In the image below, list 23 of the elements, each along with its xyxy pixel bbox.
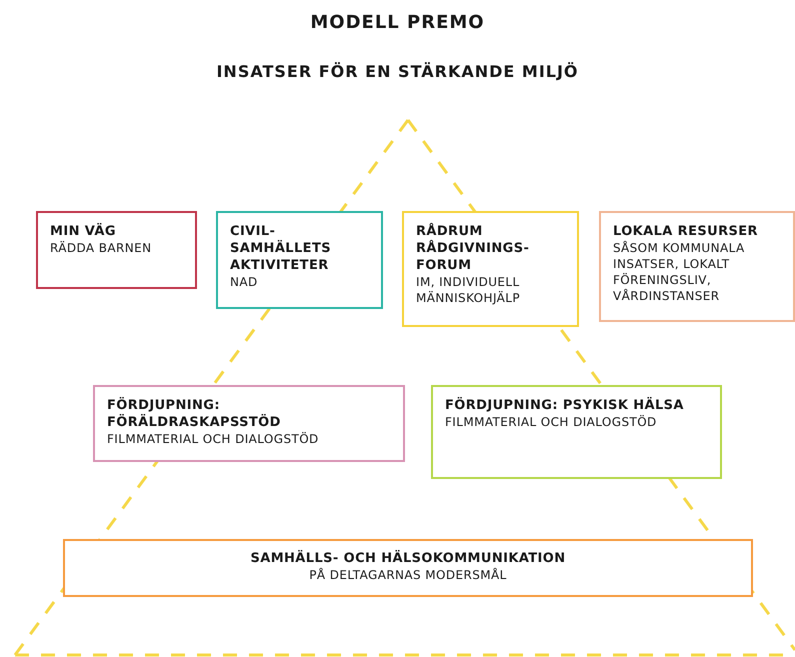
subtitle: INSATSER FÖR EN STÄRKANDE MILJÖ — [215, 62, 580, 81]
box-text: PÅ DELTAGARNAS MODERSMÅL — [308, 567, 508, 583]
text-box — [93, 385, 405, 462]
box-heading: FÖRDJUPNING: PSYKISK HÄLSA — [445, 397, 685, 414]
box-heading: CIVIL- SAMHÄLLETS AKTIVITETER — [230, 223, 332, 274]
box-text: RÄDDA BARNEN — [50, 240, 152, 256]
box-heading: RÅDRUM RÅDGIVNINGS- FORUM — [416, 223, 530, 274]
text-box — [599, 211, 795, 322]
box-heading: SAMHÄLLS- OCH HÄLSOKOMMUNIKATION — [249, 550, 567, 567]
box-text: NAD — [230, 274, 259, 290]
text-box — [402, 211, 579, 327]
box-heading: FÖRDJUPNING: FÖRÄLDRASKAPSSTÖD — [107, 397, 282, 431]
box-text: IM, INDIVIDUELL MÄNNISKOHJÄLP — [416, 274, 522, 306]
diagram-title: MODELL PREMO — [309, 12, 486, 33]
box-text: FILMMATERIAL OCH DIALOGSTÖD — [445, 414, 658, 430]
text-box — [63, 539, 753, 597]
box-heading: LOKALA RESURSER — [613, 223, 759, 240]
box-text: SÅSOM KOMMUNALA INSATSER, LOKALT FÖRENINGSLIV, VÅRDINSTANSER — [613, 240, 746, 304]
box-text: FILMMATERIAL OCH DIALOGSTÖD — [107, 431, 320, 447]
text-box — [36, 211, 197, 289]
box-heading: MIN VÄG — [50, 223, 117, 240]
text-box — [216, 211, 383, 309]
text-box — [431, 385, 722, 479]
